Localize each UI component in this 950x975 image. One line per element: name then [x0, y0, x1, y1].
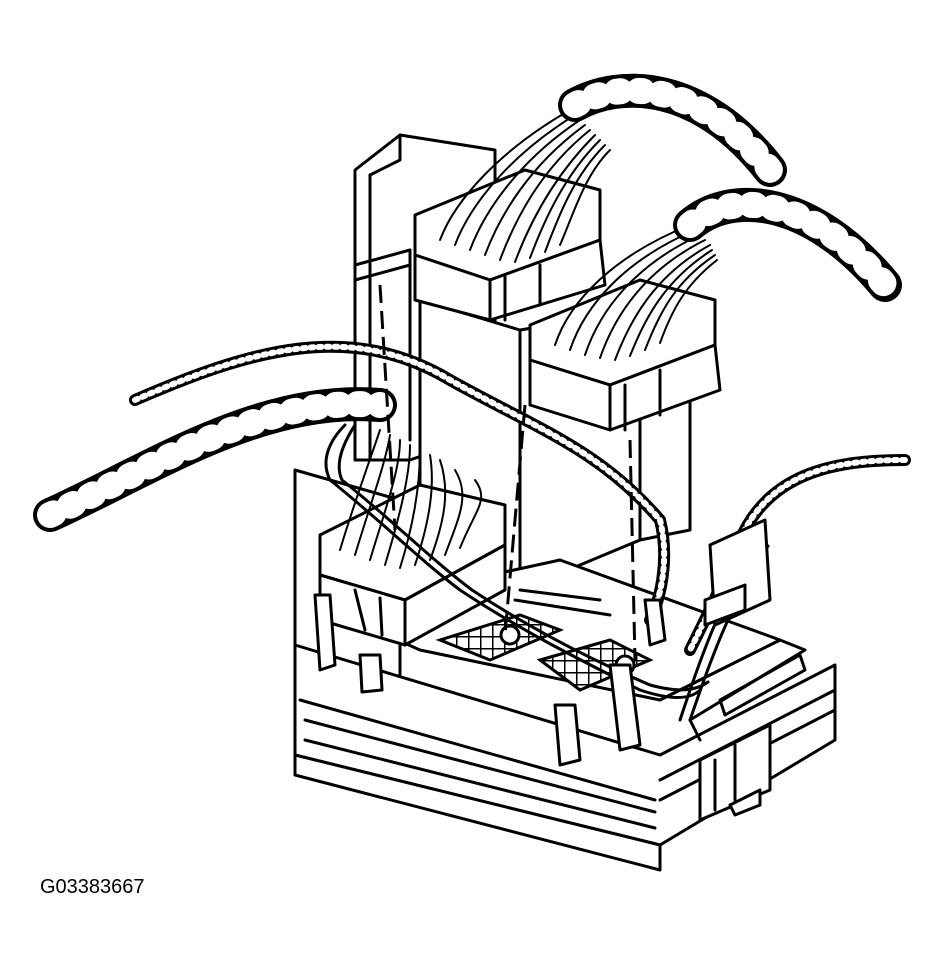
wire-bundle-1: [439, 109, 611, 263]
conduit-sleeve-upper-2: [673, 187, 902, 302]
conduit-sleeve-left: [33, 387, 397, 532]
figure-id-label: G03383667: [40, 876, 145, 898]
upper-connector-1: [413, 168, 607, 322]
alignment-lines: [378, 284, 637, 661]
wire-bundle-2: [554, 224, 718, 361]
wire-bundle-3: [339, 429, 483, 569]
thin-coiled-cable-1: [129, 340, 671, 626]
conduit-sleeve-upper-1: [558, 73, 787, 187]
right-bracket: [703, 518, 807, 717]
retaining-clips: [313, 593, 667, 767]
